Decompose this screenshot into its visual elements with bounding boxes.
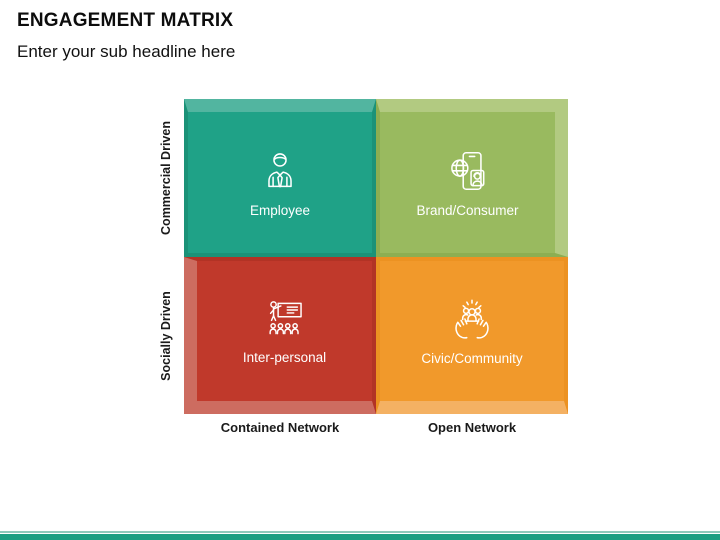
quadrant-inter-personal: Inter-personal: [184, 257, 376, 414]
quadrant-label-employee: Employee: [249, 202, 311, 218]
footer-accent-line: [0, 531, 720, 533]
engagement-matrix: Employee Brand/Consumer: [184, 99, 568, 414]
quadrant-label-civic-community: Civic/Community: [421, 351, 523, 367]
y-axis-label-socially-driven: Socially Driven: [159, 291, 173, 381]
footer-accent-bar: [0, 534, 720, 540]
quadrant-employee: Employee: [184, 99, 376, 257]
y-axis-label-commercial-driven: Commercial Driven: [159, 121, 173, 235]
quadrant-label-inter-personal: Inter-personal: [242, 350, 327, 366]
quadrant-brand-consumer: Brand/Consumer: [376, 99, 568, 257]
slide-title: ENGAGEMENT MATRIX: [17, 10, 234, 31]
interpersonal-icon: [268, 301, 302, 335]
employee-icon: [268, 152, 292, 188]
quadrant-label-brand-consumer: Brand/Consumer: [416, 202, 519, 218]
slide-subtitle: Enter your sub headline here: [17, 42, 236, 61]
brand-consumer-icon: [450, 151, 484, 190]
civic-community-icon: [455, 299, 489, 339]
quadrant-civic-community: Civic/Community: [376, 257, 568, 414]
x-axis-label-contained-network: Contained Network: [220, 420, 340, 435]
x-axis-label-open-network: Open Network: [427, 420, 517, 435]
